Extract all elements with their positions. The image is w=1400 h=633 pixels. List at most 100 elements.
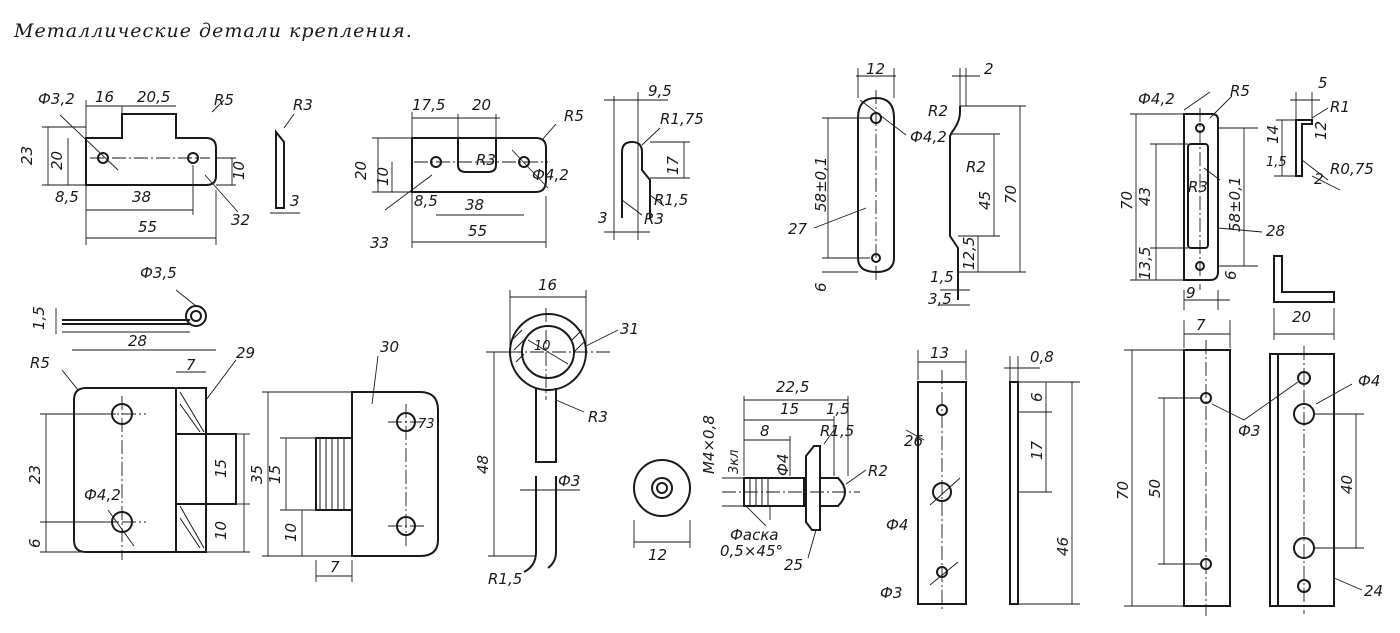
dim-27-6: 6: [812, 282, 830, 292]
dim-28-r1: R1: [1330, 98, 1350, 116]
dim-29-dia35: Ф3,5: [140, 264, 177, 282]
dim-31-16: 16: [538, 276, 557, 294]
dim-24-7: 7: [1196, 316, 1206, 334]
part-25-number: 25: [784, 556, 803, 574]
dim-29-15: 1,5: [30, 306, 48, 330]
dim-33-r3b: R3: [644, 210, 664, 228]
dim-33-3: 3: [598, 209, 608, 227]
dim-27-dia: Ф4,2: [910, 128, 947, 146]
dim-25-12: 12: [648, 546, 667, 564]
dim-33-r175: R1,75: [660, 110, 704, 128]
dim-33-r3: R3: [476, 151, 496, 169]
part-28-number: 28: [1266, 222, 1285, 240]
dim-27-125: 12,5: [960, 237, 978, 270]
dim-25-225: 22,5: [776, 378, 809, 396]
dim-24-70: 70: [1114, 481, 1132, 500]
part-24-drawing: 7 20 70 50 Ф3 Ф4 40 24: [1114, 308, 1383, 616]
dim-27-15: 1,5: [930, 268, 954, 286]
dim-27-58: 58±0,1: [812, 156, 830, 212]
dim-25-m4: M4×0,8: [700, 415, 718, 474]
dim-33-85: 8,5: [414, 192, 438, 210]
dim-26-08: 0,8: [1030, 348, 1054, 366]
dim-32-dia: Ф3,2: [38, 90, 75, 108]
dim-33-95: 9,5: [648, 82, 672, 100]
dim-28-5: 5: [1318, 74, 1328, 92]
part-31-number: 31: [620, 320, 639, 338]
dim-33-dia: Ф4,2: [532, 166, 569, 184]
dim-24-20: 20: [1292, 308, 1311, 326]
part-28-drawing: Ф4,2 R5 70 43 R3 58±0,1 13,5 6 9 28 5 R1…: [1118, 74, 1374, 340]
dim-26-46: 46: [1054, 537, 1072, 556]
dim-30-35: 35: [248, 465, 266, 484]
dim-33-20: 20: [472, 96, 491, 114]
dim-30-73: 73: [418, 417, 435, 432]
dim-28-58: 58±0,1: [1226, 176, 1244, 232]
dim-25-faska2: 0,5×45°: [720, 542, 783, 560]
part-30-drawing: 30 35 15 10 73 7: [248, 338, 439, 582]
dim-33-38: 38: [465, 196, 484, 214]
dim-32-10: 10: [230, 161, 248, 180]
part-25-drawing: 12 M4×0,8 3кл 22,5 15 8 1,5 R1,5 Ф4 R2 Ф…: [633, 378, 888, 574]
dim-28-9: 9: [1186, 284, 1196, 302]
dim-33-175: 17,5: [412, 96, 445, 114]
dim-28-2: 2: [1314, 170, 1324, 188]
dim-24-dia4: Ф4: [1358, 372, 1380, 390]
part-27-drawing: 12 58±0,1 Ф4,2 27 6 2 R2 R2 45 70 12,5 1…: [788, 60, 1026, 308]
dim-28-14: 14: [1264, 125, 1282, 144]
dim-27-2: 2: [984, 60, 994, 78]
dim-27-r2b: R2: [966, 158, 986, 176]
part-27-number: 27: [788, 220, 808, 238]
part-33-drawing: 17,5 20 R5 20 10 R3 Ф4,2 8,5 38 55 33 9,…: [352, 82, 704, 252]
dim-30-7: 7: [330, 558, 340, 576]
dim-25-r2: R2: [868, 462, 888, 480]
dim-31-48: 48: [474, 455, 492, 474]
dim-32-3: 3: [290, 192, 300, 210]
dim-32-85: 8,5: [55, 188, 79, 206]
dim-33-17: 17: [664, 155, 682, 175]
dim-28-15: 1,5: [1266, 155, 1287, 170]
dim-26-6: 6: [1028, 392, 1046, 402]
dim-32-r3: R3: [293, 96, 313, 114]
drawing-title: Металлические детали крепления.: [14, 20, 413, 42]
dim-26-13: 13: [930, 344, 949, 362]
dim-31-r15: R1,5: [488, 570, 522, 588]
dim-27-12: 12: [866, 60, 885, 78]
part-30-number: 30: [380, 338, 399, 356]
dim-25-8: 8: [760, 422, 770, 440]
dim-31-r3: R3: [588, 408, 608, 426]
dim-29-6: 6: [26, 538, 44, 548]
dim-29-23: 23: [26, 465, 44, 484]
part-24-number: 24: [1364, 582, 1383, 600]
dim-31-dia3: Ф3: [558, 472, 580, 490]
dim-25-3kl: 3кл: [727, 450, 742, 474]
dim-27-45: 45: [976, 191, 994, 210]
dim-32-55: 55: [138, 218, 157, 236]
part-32-drawing: Ф3,2 16 20,5 R5 23 20 10 8,5 38 55 32 R3…: [18, 88, 313, 245]
dim-26-17: 17: [1028, 440, 1046, 460]
dim-32-38: 38: [132, 188, 151, 206]
part-29-number: 29: [236, 344, 255, 362]
dim-27-35: 3,5: [928, 290, 952, 308]
dim-24-50: 50: [1146, 479, 1164, 498]
dim-27-r2a: R2: [928, 102, 948, 120]
dim-32-16: 16: [95, 88, 114, 106]
dim-29-7: 7: [186, 356, 196, 374]
dim-28-43: 43: [1136, 187, 1154, 206]
dim-28-12: 12: [1312, 121, 1330, 140]
dim-28-r5: R5: [1230, 82, 1250, 100]
dim-29-dia42: Ф4,2: [84, 486, 121, 504]
dim-29-10: 10: [212, 521, 230, 540]
dim-25-faska: Фаска: [730, 526, 779, 544]
dim-32-23: 23: [18, 146, 36, 165]
dim-33-10: 10: [374, 167, 392, 186]
part-32-number: 32: [231, 211, 250, 229]
dim-28-70: 70: [1118, 191, 1136, 210]
dim-25-r15: R1,5: [820, 422, 854, 440]
dim-33-r15: R1,5: [654, 191, 688, 209]
dim-29-28: 28: [128, 332, 147, 350]
dim-28-135: 13,5: [1136, 247, 1154, 280]
part-31-drawing: 16 10 31 R3 48 Ф3 R1,5: [474, 276, 639, 588]
dim-32-205: 20,5: [137, 88, 170, 106]
